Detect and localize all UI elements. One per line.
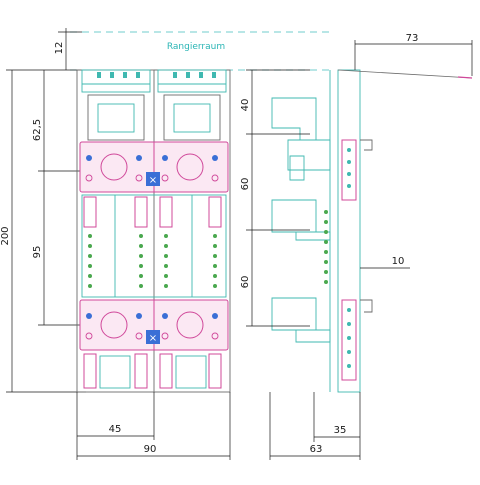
left-dimensions: 12 200 62,5 95 [0, 28, 86, 393]
dim-side-depth-inner: 35 [334, 425, 347, 436]
dim-spacing-2: 60 [240, 178, 251, 191]
dim-width-half: 45 [109, 424, 122, 435]
dim-height-middle: 95 [32, 246, 43, 259]
dim-width-total: 90 [144, 444, 157, 455]
dim-spacing-3: 60 [240, 276, 251, 289]
dim-rail-offset: 10 [392, 256, 405, 267]
routing-space: Rangierraum [70, 31, 330, 71]
dim-spacing-1: 40 [240, 99, 251, 112]
dim-top-offset: 12 [54, 42, 65, 55]
svg-text:×: × [149, 333, 157, 344]
dim-depth-top: 73 [406, 33, 419, 44]
side-dimensions: 73 40 60 60 10 35 63 [240, 33, 473, 460]
front-view: × × [76, 69, 231, 393]
dim-height-total: 200 [0, 226, 11, 245]
routing-space-label: Rangierraum [167, 42, 225, 52]
bottom-dimensions-front: 45 90 [76, 392, 231, 460]
svg-text:×: × [149, 175, 157, 186]
dim-side-depth-outer: 63 [310, 444, 323, 455]
side-view [271, 69, 473, 393]
dim-height-upper: 62,5 [32, 119, 43, 141]
